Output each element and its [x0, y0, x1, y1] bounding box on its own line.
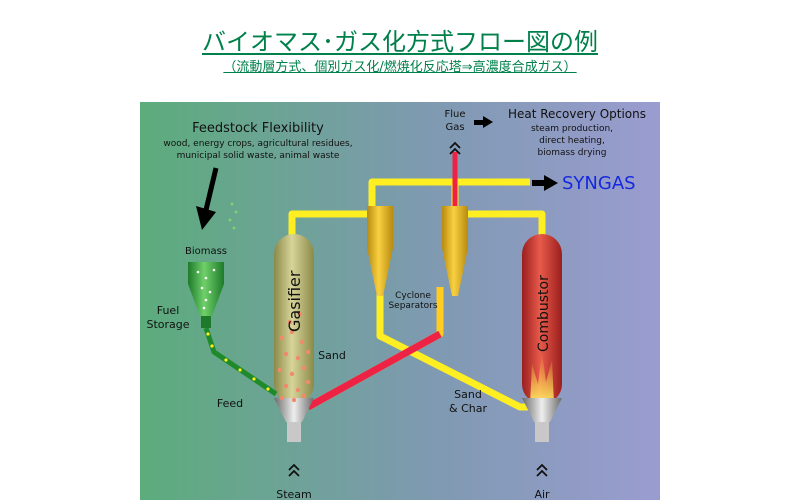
gas-label: Gas — [445, 122, 464, 133]
cyclone-left — [367, 206, 393, 296]
sand-char-pipe — [376, 287, 530, 411]
page-title: バイオマス･ガス化方式フロー図の例 — [202, 28, 598, 56]
feedstock-title: Feedstock Flexibility — [192, 121, 324, 136]
steam-label: Steam — [276, 488, 312, 500]
syngas-label: SYNGAS — [562, 173, 636, 194]
heat-option-3: biomass drying — [538, 148, 607, 158]
biomass-label: Biomass — [185, 246, 227, 257]
gasifier-label: Gasifier — [285, 270, 304, 332]
flue-gas-arrow-icon — [474, 116, 493, 128]
fuel-label: Fuel — [157, 304, 180, 317]
feedstock-line-2: municipal solid waste, animal waste — [177, 151, 340, 161]
sand-label: Sand — [318, 349, 346, 362]
heat-option-1: steam production, — [531, 124, 613, 134]
falling-particles — [228, 202, 238, 230]
feed-particles — [206, 332, 270, 391]
separators-label: Separators — [388, 301, 437, 311]
flue-chevron-icon — [449, 141, 461, 155]
heat-option-2: direct heating, — [539, 136, 605, 146]
combustor-label: Combustor — [536, 275, 552, 352]
gasifier-particles — [277, 311, 311, 403]
flue-label: Flue — [444, 109, 465, 120]
storage-label: Storage — [146, 318, 189, 331]
cyclone-label: Cyclone — [395, 291, 431, 301]
sand-char-label-1: Sand — [454, 388, 482, 401]
air-label: Air — [534, 488, 550, 500]
gasifier-column — [274, 234, 314, 442]
hopper-particles — [196, 268, 216, 310]
feedstock-line-1: wood, energy crops, agricultural residue… — [163, 139, 352, 149]
sand-char-label-2: & Char — [449, 402, 487, 415]
steam-chevron-icon — [288, 463, 300, 477]
page-subtitle: （流動層方式、個別ガス化/燃焼化反応塔⇒高濃度合成ガス） — [223, 60, 577, 75]
combustor-column — [522, 234, 562, 442]
air-chevron-icon — [536, 463, 548, 477]
heat-recovery-title: Heat Recovery Options — [508, 107, 646, 121]
sand-return-pipe-red — [306, 330, 442, 411]
feed-line — [203, 327, 278, 397]
feed-label: Feed — [217, 397, 243, 410]
feedstock-arrow — [196, 167, 219, 230]
gasification-flow-diagram: Feedstock Flexibility wood, energy crops… — [140, 102, 660, 500]
syngas-arrow-icon — [532, 175, 558, 191]
cyclone-right — [442, 206, 468, 296]
diagram-background — [140, 102, 660, 500]
